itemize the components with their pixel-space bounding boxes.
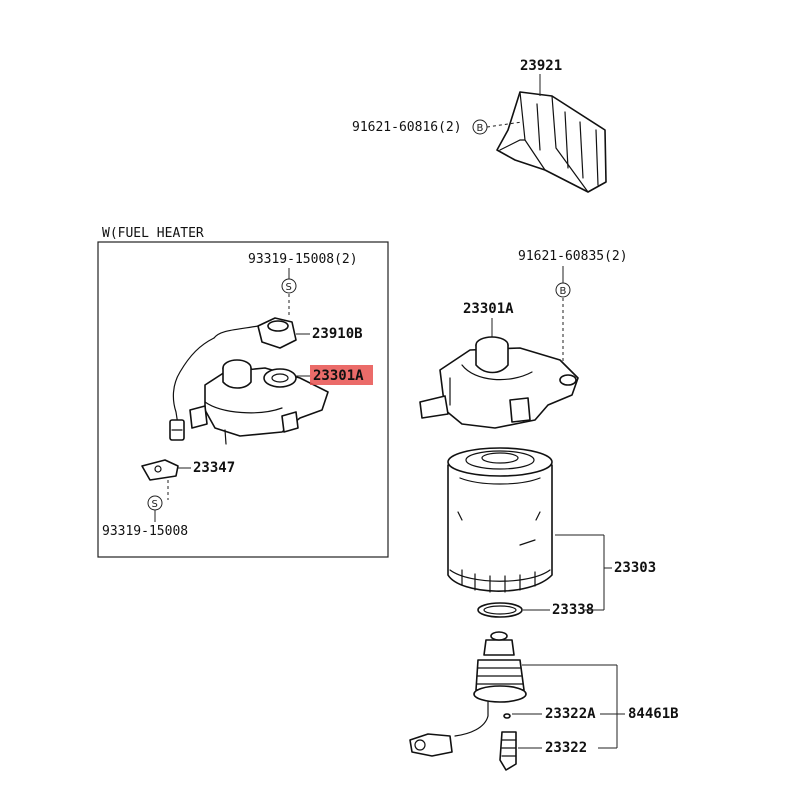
connector-plug bbox=[409, 733, 453, 757]
highlight-23301A bbox=[310, 365, 373, 385]
label-23910B: 23910B bbox=[312, 326, 363, 342]
filter-head-inset bbox=[189, 359, 329, 445]
label-23322A: 23322A bbox=[545, 706, 596, 722]
svg-text:B: B bbox=[560, 286, 567, 297]
label-23301A-main: 23301A bbox=[463, 301, 514, 317]
label-91621-60835: 91621-60835(2) bbox=[518, 249, 628, 264]
heater-connector bbox=[169, 419, 185, 441]
label-23347: 23347 bbox=[193, 460, 235, 476]
svg-text:S: S bbox=[152, 499, 158, 510]
group-bracket-84461B bbox=[522, 664, 625, 749]
label-23301A-inset: 23301A bbox=[313, 368, 364, 384]
label-93319-15008: 93319-15008 bbox=[102, 524, 188, 539]
screw-symbol-icon: S bbox=[281, 278, 297, 294]
svg-text:S: S bbox=[286, 282, 292, 293]
water-sensor-84461B bbox=[454, 631, 527, 737]
bolt-symbol-icon: B bbox=[472, 119, 488, 135]
svg-text:B: B bbox=[477, 123, 484, 134]
plug-23322 bbox=[499, 731, 517, 771]
label-23303: 23303 bbox=[614, 560, 656, 576]
filter-head-main bbox=[419, 336, 579, 429]
label-23322: 23322 bbox=[545, 740, 587, 756]
label-23338: 23338 bbox=[552, 602, 594, 618]
label-84461B: 84461B bbox=[628, 706, 679, 722]
label-23921: 23921 bbox=[520, 58, 562, 74]
oring-23322A bbox=[503, 713, 511, 719]
bracket-23921 bbox=[496, 91, 607, 193]
clip-23347 bbox=[141, 459, 179, 481]
inset-frame bbox=[97, 241, 389, 558]
group-bracket-23303 bbox=[555, 534, 612, 611]
label-93319-15008-2: 93319-15008(2) bbox=[248, 252, 358, 267]
bolt-symbol-icon: B bbox=[555, 282, 571, 298]
seal-23338 bbox=[477, 602, 523, 618]
screw-symbol-icon: S bbox=[147, 495, 163, 511]
filter-element-23303 bbox=[447, 447, 553, 593]
label-91621-60816: 91621-60816(2) bbox=[352, 120, 462, 135]
sensor-23910B bbox=[172, 317, 297, 426]
inset-title: W(FUEL HEATER bbox=[102, 226, 204, 241]
